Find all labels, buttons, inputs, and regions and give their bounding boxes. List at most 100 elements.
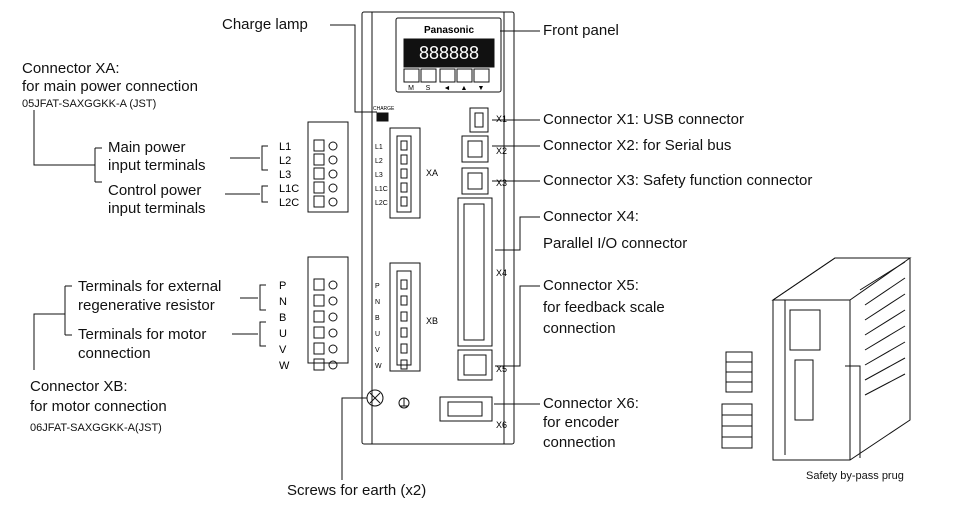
key-label: S [426, 85, 431, 92]
x6-title: Connector X6: [543, 395, 639, 412]
led-display [403, 38, 495, 68]
key-label: ▼ [478, 85, 485, 92]
front-panel-housing [395, 17, 502, 93]
xa-plug-screw [328, 169, 338, 179]
xa-plug-cell [313, 181, 325, 194]
xa-plug-screw [328, 197, 338, 207]
xb-plug-screw [328, 280, 338, 290]
main-power-label-1: Main power [108, 139, 186, 156]
key-label: M [408, 85, 414, 92]
xb-plug-terminal: P [279, 280, 286, 292]
ext-regen-label-1: Terminals for external [78, 278, 222, 295]
motor-term-label-1: Terminals for motor [78, 326, 207, 343]
xb-body-terminal: P [375, 283, 380, 290]
xb-plug-terminal: B [279, 312, 286, 324]
x4-subtitle: Parallel I/O connector [543, 235, 688, 252]
xb-plug-screw [328, 344, 338, 354]
safety-plugs [721, 351, 753, 449]
x2-label: Connector X2: for Serial bus [543, 137, 732, 154]
xb-plug-cell [313, 342, 325, 355]
x2-port [461, 135, 489, 163]
xa-body-cell [400, 182, 408, 193]
xa-plug-screw [328, 155, 338, 165]
key-label: ◄ [444, 85, 451, 92]
xb-body-cell [400, 343, 408, 354]
xb-body-cell [400, 295, 408, 306]
x5-subtitle-1: for feedback scale [543, 299, 665, 316]
xb-body-cell [400, 327, 408, 338]
charge-text: CHARGE [373, 106, 395, 112]
xa-body-connector [389, 127, 421, 219]
xa-title: Connector XA: [22, 60, 120, 77]
xa-body-cell [400, 140, 408, 151]
x3-port-label: X3 [496, 178, 507, 188]
xa-plug-screw [328, 183, 338, 193]
x2-port-label: X2 [496, 146, 507, 156]
xb-plug-terminal: V [279, 344, 287, 356]
x6-subtitle-1: for encoder [543, 414, 619, 431]
key-down [473, 68, 490, 83]
xb-plug-terminal: W [279, 360, 290, 372]
control-power-label-2: input terminals [108, 200, 206, 217]
xb-body-connector [389, 262, 421, 372]
main-power-label-2: input terminals [108, 157, 206, 174]
xa-body-terminal: L2 [375, 158, 383, 165]
xa-plug-cell [313, 153, 325, 166]
screws-label: Screws for earth (x2) [287, 482, 427, 499]
xa-plug-terminal: L3 [279, 169, 291, 181]
xb-subtitle: for motor connection [30, 398, 167, 415]
xa-body-terminal: L1 [375, 144, 383, 151]
xb-plug-screw [328, 360, 338, 370]
xb-port-label: XB [426, 316, 438, 326]
x5-subtitle-2: connection [543, 320, 616, 337]
x5-title: Connector X5: [543, 277, 639, 294]
x4-port-label: X4 [496, 268, 507, 278]
xb-plug-terminal: N [279, 296, 287, 308]
xb-body-terminal: U [375, 331, 380, 338]
xa-plug-terminal: L1 [279, 141, 291, 153]
xa-plug-terminal: L2 [279, 155, 291, 167]
xb-body-cell [400, 311, 408, 322]
xa-part-number: 05JFAT-SAXGGKK-A (JST) [22, 98, 157, 110]
xb-plug-cell [313, 278, 325, 291]
x4-title: Connector X4: [543, 208, 639, 225]
xb-body-cell [400, 359, 408, 370]
xb-plug-cell [313, 326, 325, 339]
x4-port [457, 197, 493, 347]
xa-port-label: XA [426, 168, 438, 178]
key-label: ▲ [461, 85, 468, 92]
key-s [420, 68, 437, 83]
xb-body-cell [400, 279, 408, 290]
xa-plug-cell [313, 167, 325, 180]
xa-body-terminal: L3 [375, 172, 383, 179]
brand-logo: Panasonic [424, 25, 474, 36]
x3-port [461, 167, 489, 195]
x5-port-label: X5 [496, 364, 507, 374]
xa-plug-cell [313, 195, 325, 208]
key-m [403, 68, 420, 83]
xb-plug-cell [313, 358, 325, 371]
xb-plug-cell [313, 310, 325, 323]
driver-body [361, 11, 515, 445]
xb-body-terminal: N [375, 299, 380, 306]
xa-plug-terminal: L2C [279, 197, 299, 209]
xa-plug-cell [313, 139, 325, 152]
xb-body-terminal: W [375, 363, 382, 370]
xb-body-terminal: V [375, 347, 380, 354]
xa-body-cell [400, 154, 408, 165]
xb-plug-cell [313, 294, 325, 307]
xa-plug-terminal: L1C [279, 183, 299, 195]
x6-port-label: X6 [496, 420, 507, 430]
xb-part-number: 06JFAT-SAXGGKK-A(JST) [30, 422, 162, 434]
xa-body-terminal: L1C [375, 186, 388, 193]
xa-body-cell [400, 168, 408, 179]
x1-label: Connector X1: USB connector [543, 111, 744, 128]
key-left [439, 68, 456, 83]
display-digits: 888888 [419, 43, 479, 63]
xb-plug-terminal: U [279, 328, 287, 340]
charge-lamp-label: Charge lamp [222, 16, 308, 33]
x1-port-label: X1 [496, 114, 507, 124]
xa-subtitle: for main power connection [22, 78, 198, 95]
motor-term-label-2: connection [78, 345, 151, 362]
